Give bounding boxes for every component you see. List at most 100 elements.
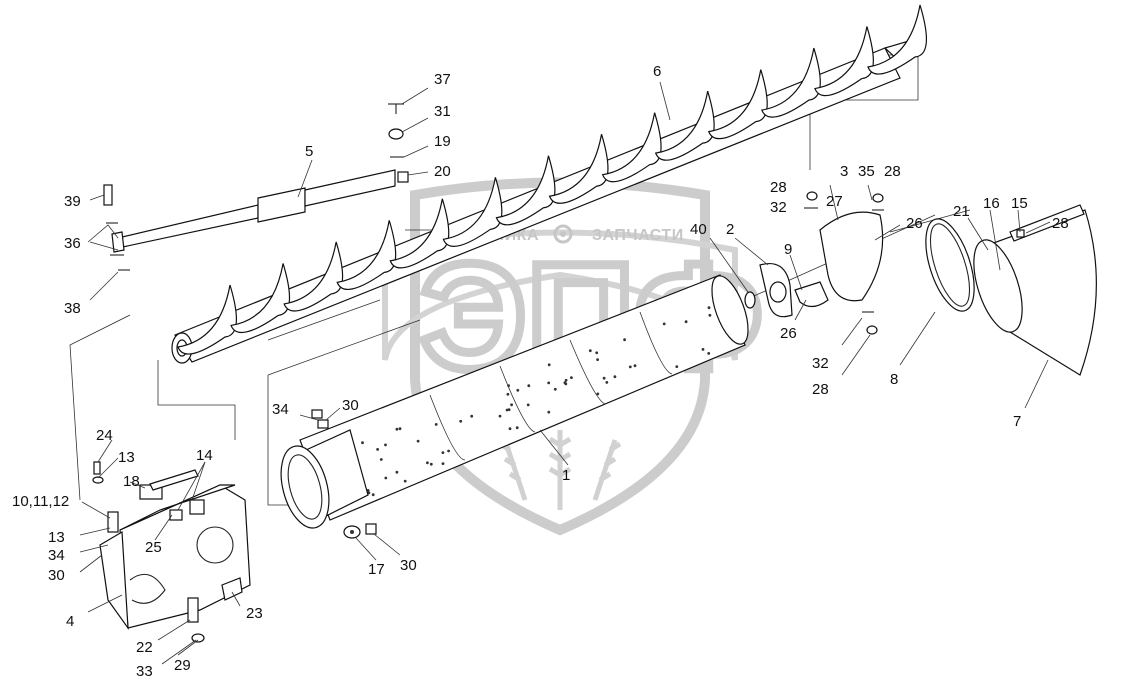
tube-hole	[605, 381, 609, 384]
tube-hole	[371, 493, 375, 497]
callout-28-b: 28	[884, 163, 901, 180]
callout-21: 21	[953, 203, 970, 220]
callout-27: 27	[826, 193, 843, 210]
callout-40: 40	[690, 221, 707, 238]
tube-hole	[633, 364, 637, 368]
callout-30-c: 30	[400, 557, 417, 574]
callout-31: 31	[434, 103, 451, 120]
callout-7: 7	[1013, 413, 1021, 430]
callout-35: 35	[858, 163, 875, 180]
callout-18: 18	[123, 473, 140, 490]
callout-8: 8	[890, 371, 898, 388]
tube-hole	[441, 462, 445, 465]
callout-32-a: 32	[770, 199, 787, 216]
tube-hole	[434, 423, 438, 426]
parts-washer-nut	[343, 523, 377, 539]
tube-hole	[384, 443, 387, 447]
tube-hole	[376, 448, 379, 451]
callout-5: 5	[305, 143, 313, 160]
parts-fasteners-top	[103, 103, 409, 271]
watermark-text-right: ЗАПЧАСТИ	[592, 227, 684, 244]
tube-hole	[416, 439, 420, 443]
tube-hole	[470, 414, 474, 418]
auger-flight	[389, 198, 450, 269]
tube-hole	[564, 378, 568, 382]
tube-hole	[395, 470, 399, 474]
part-cover-3	[819, 211, 884, 302]
callout-34-a: 34	[272, 401, 289, 418]
callout-13-a: 13	[118, 449, 135, 466]
auger-flight	[761, 47, 821, 118]
tube-hole	[403, 479, 407, 483]
tube-hole	[595, 351, 599, 355]
callout-labels: 37 31 19 20 5 6 39 36 38 28 35 28 3 27 3…	[12, 63, 1069, 680]
tube-hole	[662, 322, 666, 326]
callout-34-b: 34	[48, 547, 65, 564]
tube-hole	[361, 441, 364, 445]
tube-hole	[384, 476, 388, 480]
callout-2: 2	[726, 221, 734, 238]
tube-hole	[527, 384, 531, 388]
auger-flight	[177, 284, 238, 355]
tube-hole	[547, 410, 551, 414]
tube-hole	[596, 358, 599, 361]
part-auger	[171, 4, 928, 364]
tube-hole	[707, 306, 711, 310]
tube-hole	[526, 403, 530, 407]
auger-flight	[336, 220, 397, 291]
auger-flight	[601, 112, 662, 183]
tube-hole	[570, 376, 573, 379]
callout-30-a: 30	[342, 397, 359, 414]
tube-hole	[510, 403, 513, 407]
tube-hole	[708, 313, 712, 317]
callout-33: 33	[136, 663, 153, 680]
tube-hole	[508, 427, 512, 431]
part-plate-9	[794, 281, 829, 308]
tube-hole	[515, 426, 519, 430]
part-flange-sleeve	[280, 409, 369, 529]
tube-hole	[379, 458, 383, 461]
parts-fasteners-rear	[804, 191, 1025, 335]
callout-4: 4	[66, 613, 74, 630]
tube-hole	[459, 419, 463, 423]
tube-hole	[701, 348, 705, 351]
callout-20: 20	[434, 163, 451, 180]
auger-flight	[495, 155, 556, 226]
tube-hole	[596, 392, 600, 396]
callout-28-c: 28	[1052, 215, 1069, 232]
auger-flight	[548, 134, 609, 204]
tube-hole	[506, 392, 510, 396]
tube-hole	[547, 363, 551, 367]
auger-flight	[867, 4, 928, 75]
callout-15: 15	[1011, 195, 1028, 212]
callout-32-b: 32	[812, 355, 829, 372]
callout-23: 23	[246, 605, 263, 622]
tube-hole	[498, 414, 502, 418]
part-ring-40	[744, 291, 756, 309]
auger-flight	[283, 241, 344, 312]
gear-icon	[553, 224, 573, 244]
callout-29: 29	[174, 657, 191, 674]
callout-6: 6	[653, 63, 661, 80]
callout-3: 3	[840, 163, 848, 180]
callout-36: 36	[64, 235, 81, 252]
part-ring-8	[925, 218, 975, 312]
callout-19: 19	[434, 133, 451, 150]
part-bracket-2	[759, 263, 793, 318]
tube-hole	[628, 365, 632, 369]
part-cover-7	[973, 204, 1097, 376]
callout-22: 22	[136, 639, 153, 656]
callout-10-11-12: 10,11,12	[12, 493, 69, 510]
auger-flight	[230, 263, 291, 334]
tube-hole	[707, 352, 711, 355]
part-shaft	[111, 169, 396, 253]
tube-hole	[441, 451, 445, 454]
tube-hole	[623, 338, 626, 342]
tube-hole	[564, 382, 568, 386]
tube-hole	[675, 365, 679, 368]
callout-1: 1	[562, 467, 570, 484]
tube-hole	[429, 462, 433, 466]
callout-9: 9	[784, 241, 792, 258]
